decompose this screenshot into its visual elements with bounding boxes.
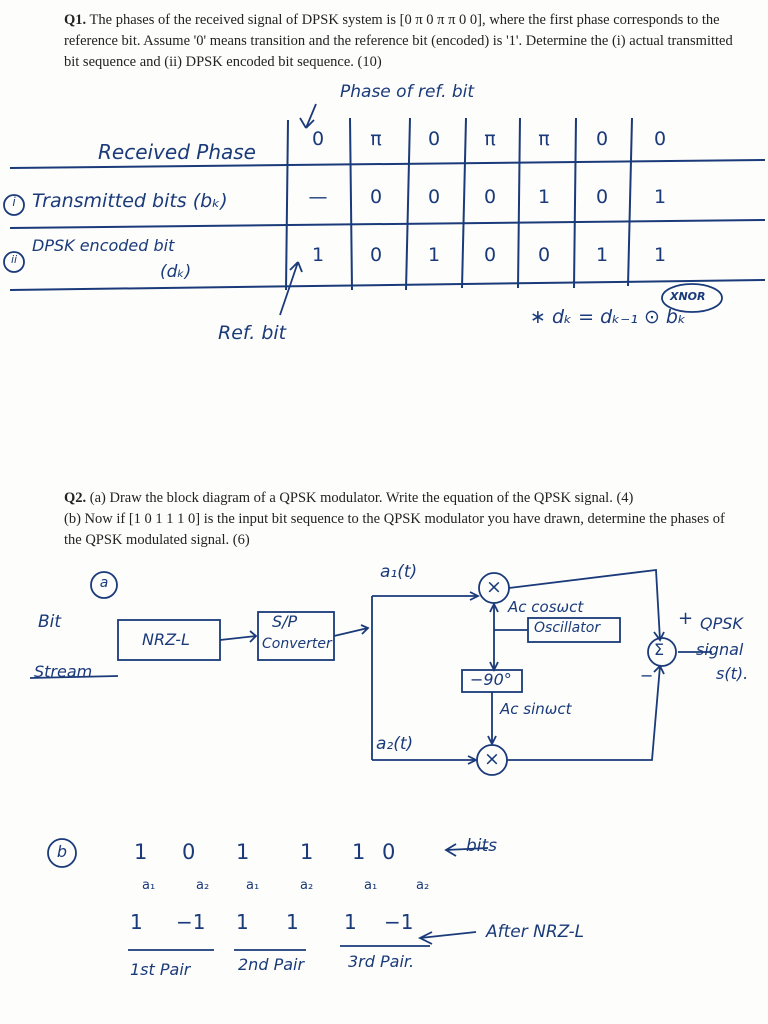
pair-2-label: 2nd Pair [238,955,305,974]
received-phase-cell: 0 [653,128,667,150]
question-2: Q2. (a) Draw the block diagram of a QPSK… [64,488,744,551]
dpsk-bit-cell: 0 [369,244,383,266]
upper-multiplier-symbol: × [486,576,502,598]
nrz-note: After NRZ-L [486,922,585,942]
q2-text-a: (a) Draw the block diagram of a QPSK mod… [89,490,634,506]
input-bit: 0 [182,840,196,864]
nrz-value: 1 [344,910,357,934]
output-signal: signal [696,640,744,659]
nrz-value: 1 [236,910,249,934]
dpsk-bit-cell: 0 [537,244,551,266]
received-phase-cell: 0 [427,128,441,150]
carrier-sin-label: Ac sinωct [500,700,572,718]
transmitted-bit-cell: 0 [483,186,497,208]
input-bit: 1 [236,840,250,864]
nrz-value: −1 [176,910,206,934]
input-bit: 0 [382,840,396,864]
marker-ii: ii [10,253,18,266]
a2-label: a₂(t) [376,734,414,754]
dpsk-bit-cell: 0 [483,244,497,266]
summer-circle [647,637,677,667]
transmitted-bit-cell: — [308,186,328,208]
row-label-transmitted-bits: Transmitted bits (bₖ) [32,190,228,212]
pair-label: a₁ [246,878,260,893]
marker-ii-circle [3,251,25,273]
summer-minus: − [640,666,654,685]
pair-label: a₂ [300,878,314,893]
phase-ref-note: Phase of ref. bit [340,82,475,102]
q2-label: Q2. [64,490,87,506]
sp-block-label-2: Converter [262,636,332,652]
pair-label: a₂ [416,878,430,893]
dpsk-formula: ∗ dₖ = dₖ₋₁ ⊙ bₖ [530,306,687,328]
pair-3-label: 3rd Pair. [348,952,415,971]
nrz-value: 1 [130,910,143,934]
row-label-received-phase: Received Phase [98,140,256,164]
dpsk-bit-cell: 1 [311,244,325,266]
part-a-label: a [99,575,109,591]
row-sublabel-dk: (dₖ) [160,262,192,282]
bit-stream-line1: Bit [38,612,62,632]
summer-plus: + [678,608,694,629]
carrier-cos-label: Ac cosωct [508,598,584,616]
row-label-dpsk-encoded: DPSK encoded bit [32,236,175,255]
pair-1-label: 1st Pair [130,960,191,979]
transmitted-bit-cell: 1 [653,186,667,208]
input-bit: 1 [134,840,148,864]
received-phase-cell: π [484,128,496,150]
output-qpsk: QPSK [700,614,743,633]
received-phase-cell: 0 [595,128,609,150]
q1-text: The phases of the received signal of DPS… [64,12,733,70]
transmitted-bit-cell: 1 [537,186,551,208]
xnor-circle [661,283,723,313]
a1-label: a₁(t) [380,562,418,582]
output-st: s(t). [716,664,749,683]
marker-i: i [12,195,16,209]
marker-i-circle [3,194,25,216]
part-b-label: b [56,842,68,861]
bit-stream-line2: Stream [34,662,93,681]
sp-block-label-1: S/P [272,612,298,631]
oscillator-label: Oscillator [534,620,601,636]
lower-multiplier-symbol: × [484,748,500,770]
q1-label: Q1. [64,12,87,28]
transmitted-bit-cell: 0 [369,186,383,208]
received-phase-cell: π [538,128,550,150]
part-a-circle [90,571,118,599]
ref-bit-note: Ref. bit [218,322,287,344]
phase-shift-label: −90° [470,670,512,689]
received-phase-cell: π [370,128,382,150]
pair-label: a₂ [196,878,210,893]
dpsk-bit-cell: 1 [427,244,441,266]
question-1: Q1. The phases of the received signal of… [64,10,744,73]
nrz-value: 1 [286,910,299,934]
input-bit: 1 [300,840,314,864]
pair-label: a₁ [364,878,378,893]
summer-symbol: Σ [654,640,665,659]
transmitted-bit-cell: 0 [427,186,441,208]
nrz-value: −1 [384,910,414,934]
bits-note: bits [466,836,498,856]
input-bit: 1 [352,840,366,864]
nrz-block-label: NRZ-L [142,630,190,649]
dpsk-bit-cell: 1 [595,244,609,266]
dpsk-bit-cell: 1 [653,244,667,266]
transmitted-bit-cell: 0 [595,186,609,208]
pair-label: a₁ [142,878,156,893]
received-phase-cell: 0 [311,128,325,150]
q2-text-b: (b) Now if [1 0 1 1 1 0] is the input bi… [64,511,725,548]
xnor-label: XNOR [670,290,706,303]
part-b-circle [47,838,77,868]
